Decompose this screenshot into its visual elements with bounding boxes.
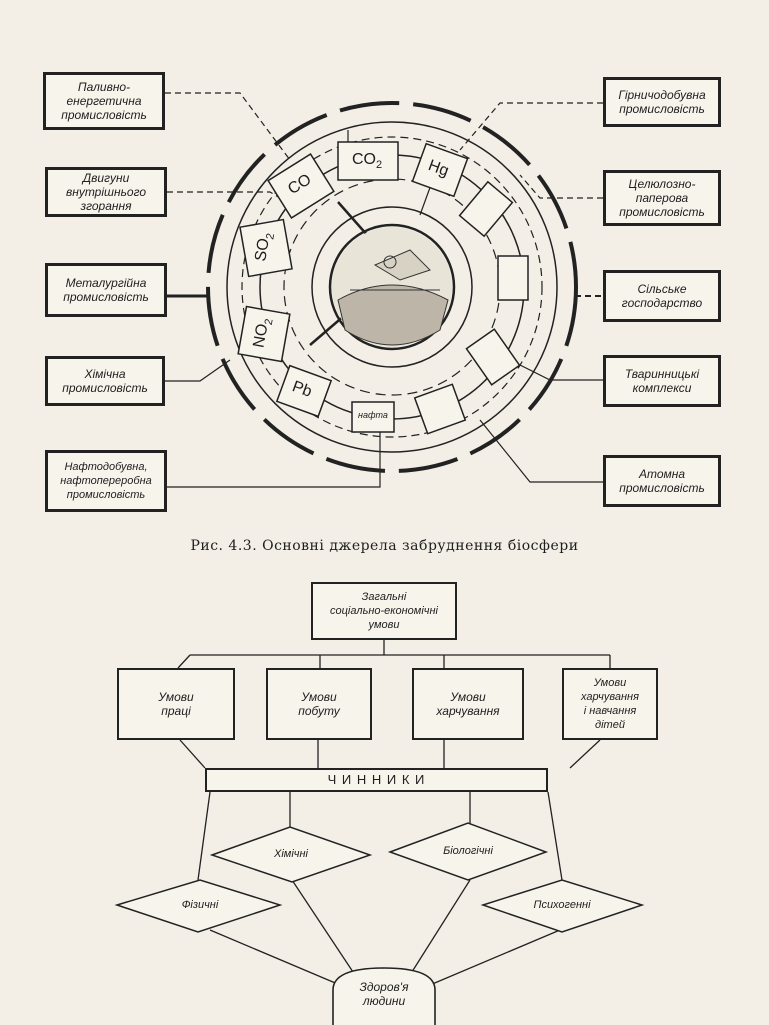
source-combustion-engines: Двигуни внутрішнього згорання bbox=[45, 167, 167, 217]
condition-living: Умови побуту bbox=[266, 668, 372, 740]
pollutant-co2: CO2 bbox=[352, 151, 383, 172]
source-metallurgy: Металургійна промисловість bbox=[45, 263, 167, 317]
source-livestock-complexes: Тваринницькі комплекси bbox=[603, 355, 721, 407]
pollutant-oil: нафта bbox=[358, 410, 388, 420]
factor-physical: Фізичні bbox=[181, 899, 219, 911]
factor-psychogenic: Психогенні bbox=[533, 899, 591, 911]
source-mining-industry: Гірничодобувна промисловість bbox=[603, 77, 721, 127]
source-nuclear-industry: Атомна промисловість bbox=[603, 455, 721, 507]
human-health: Здоров'я людини bbox=[359, 980, 409, 1008]
factor-biological: Біологічні bbox=[443, 845, 493, 857]
source-chemical-industry: Хімічна промисловість bbox=[45, 356, 165, 406]
condition-work: Умови праці bbox=[117, 668, 235, 740]
source-fuel-energy-industry: Паливно- енергетична промисловість bbox=[43, 72, 165, 130]
general-conditions-box: Загальні соціально-економічні умови bbox=[311, 582, 457, 640]
factors-bar: Ч И Н Н И К И bbox=[205, 768, 548, 792]
factor-chemical: Хімічні bbox=[274, 848, 308, 860]
condition-nutrition: Умови харчування bbox=[412, 668, 524, 740]
source-agriculture: Сільське господарство bbox=[603, 270, 721, 322]
source-oil-industry: Нафтодобувна, нафтопереробна промисловіс… bbox=[45, 450, 167, 512]
source-pulp-paper-industry: Целюлозно- паперова промисловість bbox=[603, 170, 721, 226]
figure1-caption: Рис. 4.3. Основні джерела забруднення бі… bbox=[190, 538, 579, 554]
condition-child-nutrition-education: Умови харчування і навчання дітей bbox=[562, 668, 658, 740]
